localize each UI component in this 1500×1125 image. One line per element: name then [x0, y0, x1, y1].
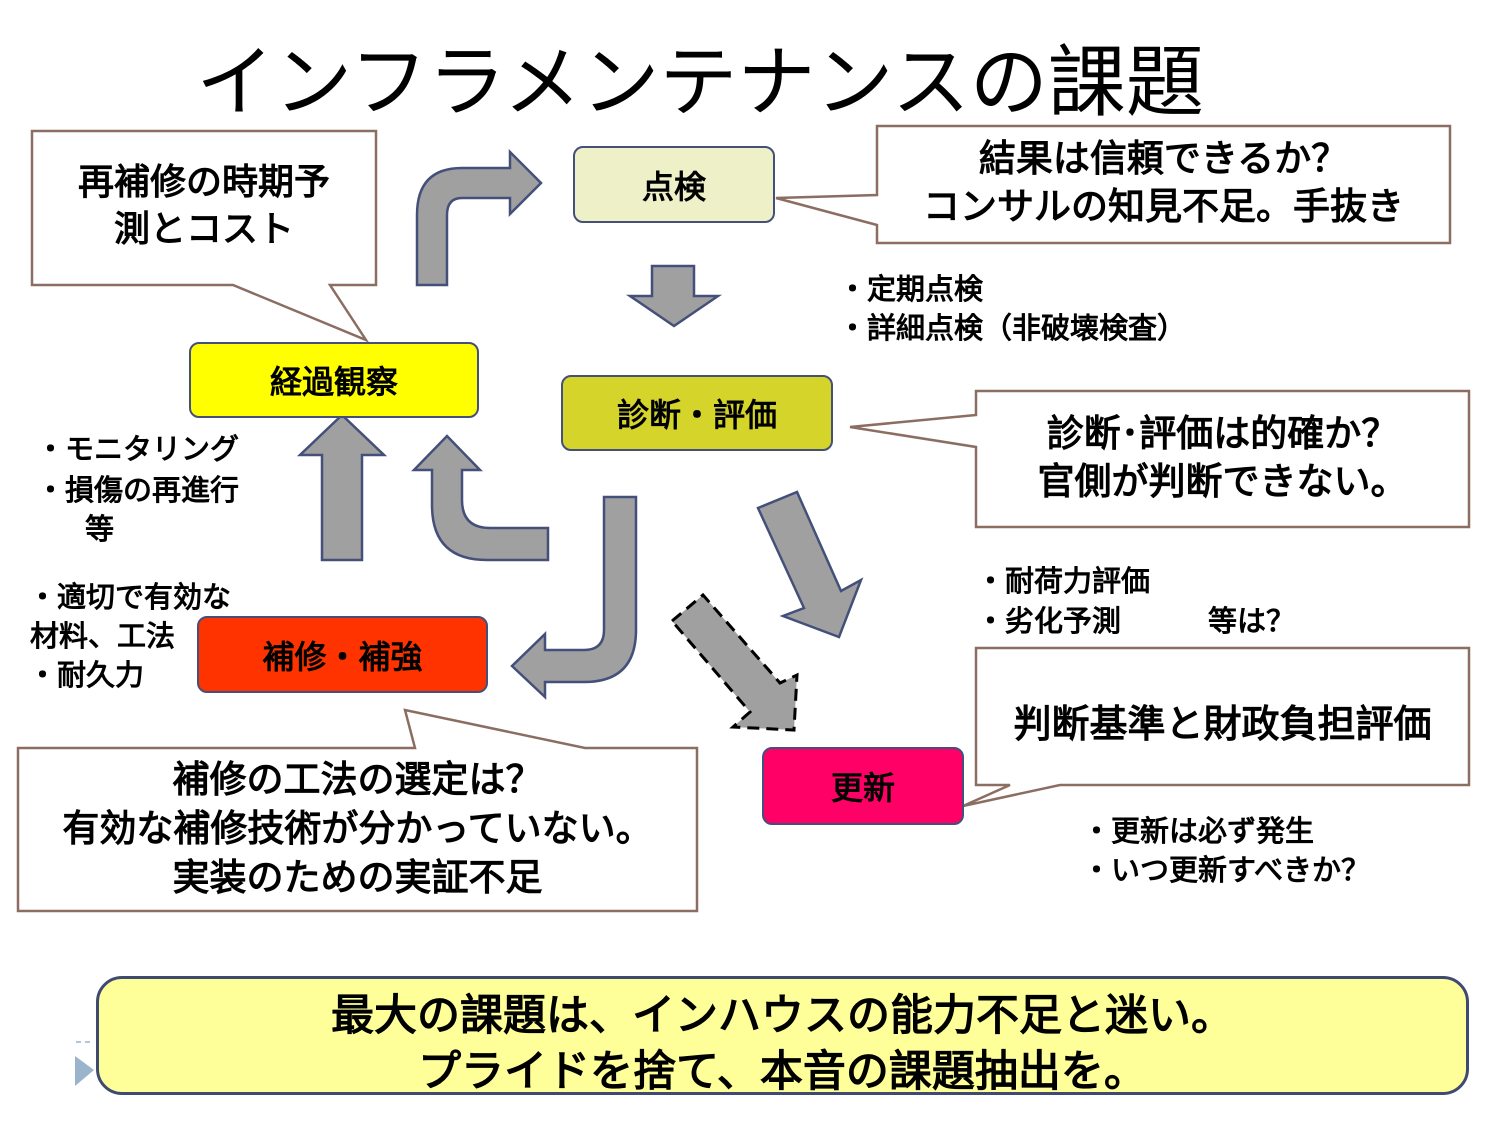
note-repair-1: ・適切で有効な [28, 580, 232, 614]
slide-nav-triangle-icon[interactable] [75, 1056, 94, 1086]
callout-observation-text: 再補修の時期予 測とコスト [77, 162, 330, 250]
callout-inspection [775, 124, 1452, 245]
arrow-inspection-to-diagnosis [625, 264, 723, 328]
note-diagnosis-1: ・耐荷力評価 [976, 564, 1151, 598]
arrow-diagnosis-to-repair [510, 495, 638, 700]
note-repair-3: ・耐久力 [28, 658, 145, 692]
note-renewal-2: ・いつ更新すべきか？ [1082, 853, 1370, 887]
callout-diagnosis [849, 389, 1471, 529]
node-renewal: 更新 [762, 747, 964, 825]
note-diagnosis-2: ・劣化予測 等は？ [976, 604, 1296, 638]
page-title: インフラメンテナンスの課題 [196, 38, 1204, 128]
callout-repair-text: 補修の工法の選定は？ 有効な補修技術が分かっていない。 実装のための実証不足 [62, 758, 653, 900]
note-inspection-2: ・詳細点検（非破壊検査） [838, 311, 1187, 345]
callout-repair [16, 708, 699, 913]
node-observation: 経過観察 [189, 342, 479, 418]
callout-observation [30, 129, 378, 343]
callout-renewal [962, 646, 1471, 808]
note-observation-1: ・モニタリング [36, 432, 240, 466]
arrow-uturn-to-observation [411, 434, 550, 562]
note-renewal-1: ・更新は必ず発生 [1082, 814, 1315, 848]
arrow-diagnosis-to-renewal [756, 490, 864, 639]
callout-renewal-text: 判断基準と財政負担評価 [1013, 702, 1432, 746]
conclusion-line-1: 最大の課題は、インハウスの能力不足と迷い。 [331, 991, 1234, 1041]
callout-inspection-text: 結果は信頼できるか？ コンサルの知見不足。手抜き [923, 137, 1404, 229]
arrow-repair-to-observation [296, 413, 388, 562]
node-repair: 補修・補強 [197, 616, 488, 693]
note-observation-3: 等 [85, 512, 115, 546]
callout-diagnosis-text: 診断･評価は的確か？ 官側が判断できない。 [1037, 412, 1408, 504]
note-inspection-1: ・定期点検 [838, 272, 984, 306]
node-inspection: 点検 [573, 146, 775, 223]
conclusion-box: 最大の課題は、インハウスの能力不足と迷い。 プライドを捨て、本音の課題抽出を。 [96, 976, 1469, 1097]
note-repair-2: 材料、工法 [30, 619, 176, 653]
arrow-observation-to-inspection [415, 148, 543, 287]
conclusion-line-2: プライドを捨て、本音の課題抽出を。 [418, 1047, 1147, 1097]
note-observation-2: ・損傷の再進行 [36, 473, 240, 507]
node-diagnosis: 診断・評価 [561, 375, 833, 451]
arrow-dashed-to-renewal [669, 592, 799, 732]
